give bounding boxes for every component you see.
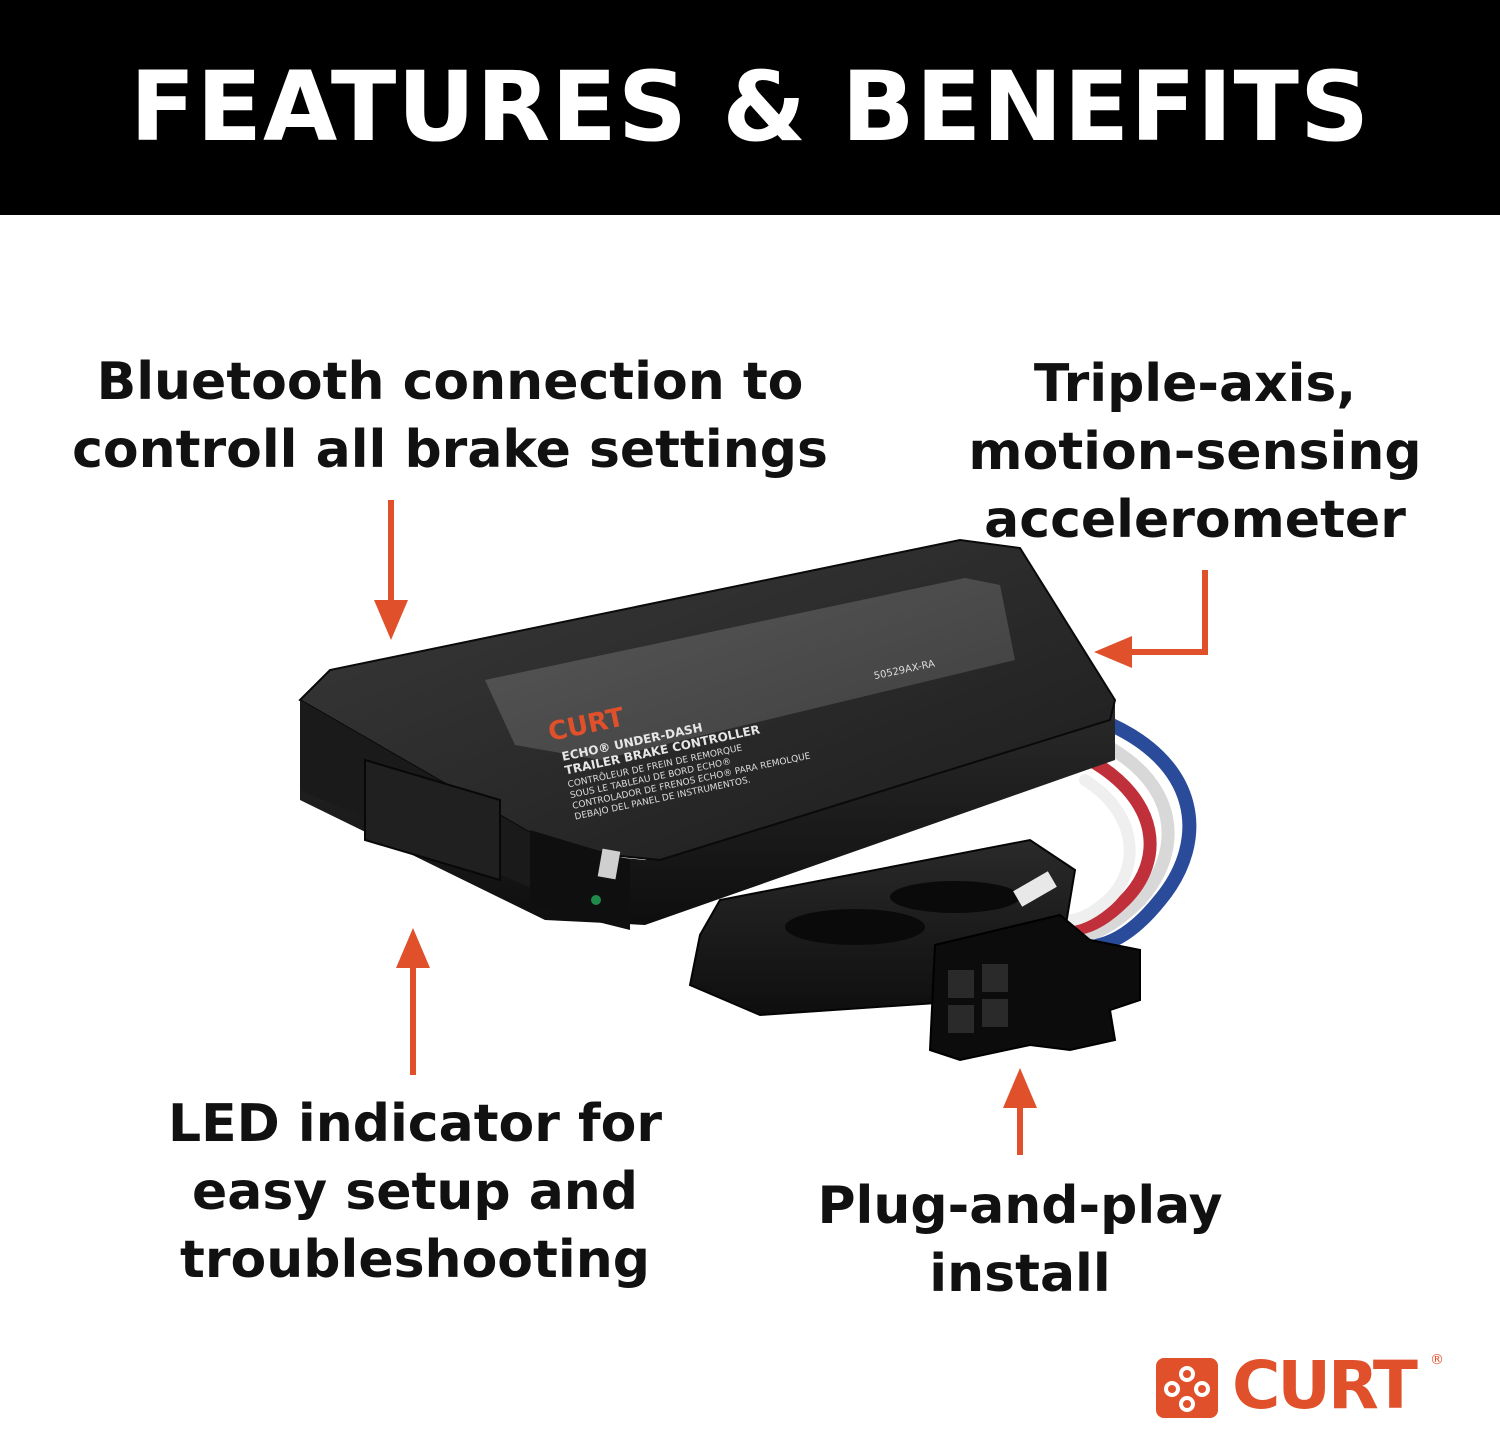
callout-led: LED indicator for easy setup and trouble… — [120, 1090, 710, 1294]
callout-accelerometer-line-2: motion-sensing — [968, 422, 1422, 482]
callout-led-line-3: troubleshooting — [180, 1230, 650, 1290]
plug-connector — [928, 871, 1141, 1062]
callout-bluetooth-line-1: Bluetooth connection to — [96, 352, 804, 412]
callout-accelerometer: Triple-axis, motion-sensing acceleromete… — [960, 350, 1430, 554]
callout-accelerometer-line-3: accelerometer — [984, 490, 1406, 550]
brand-name: CURT — [1232, 1347, 1418, 1424]
callout-led-line-2: easy setup and — [191, 1162, 639, 1222]
side-button — [364, 758, 501, 882]
callout-plug-line-2: install — [929, 1244, 1111, 1304]
brand-registered-mark: ® — [1430, 1352, 1444, 1368]
callout-bluetooth: Bluetooth connection to controll all bra… — [60, 348, 840, 484]
curt-logo-icon — [1156, 1358, 1218, 1418]
product-label — [485, 578, 1015, 760]
callout-accelerometer-line-1: Triple-axis, — [1033, 354, 1357, 414]
callout-bluetooth-line-2: controll all brake settings — [72, 420, 828, 480]
callout-led-line-1: LED indicator for — [167, 1094, 663, 1154]
page-title: FEATURES & BENEFITS — [129, 51, 1371, 163]
callout-plug: Plug-and-play install — [780, 1172, 1260, 1308]
header-bar — [0, 0, 1500, 215]
callout-plug-line-1: Plug-and-play — [817, 1176, 1223, 1236]
